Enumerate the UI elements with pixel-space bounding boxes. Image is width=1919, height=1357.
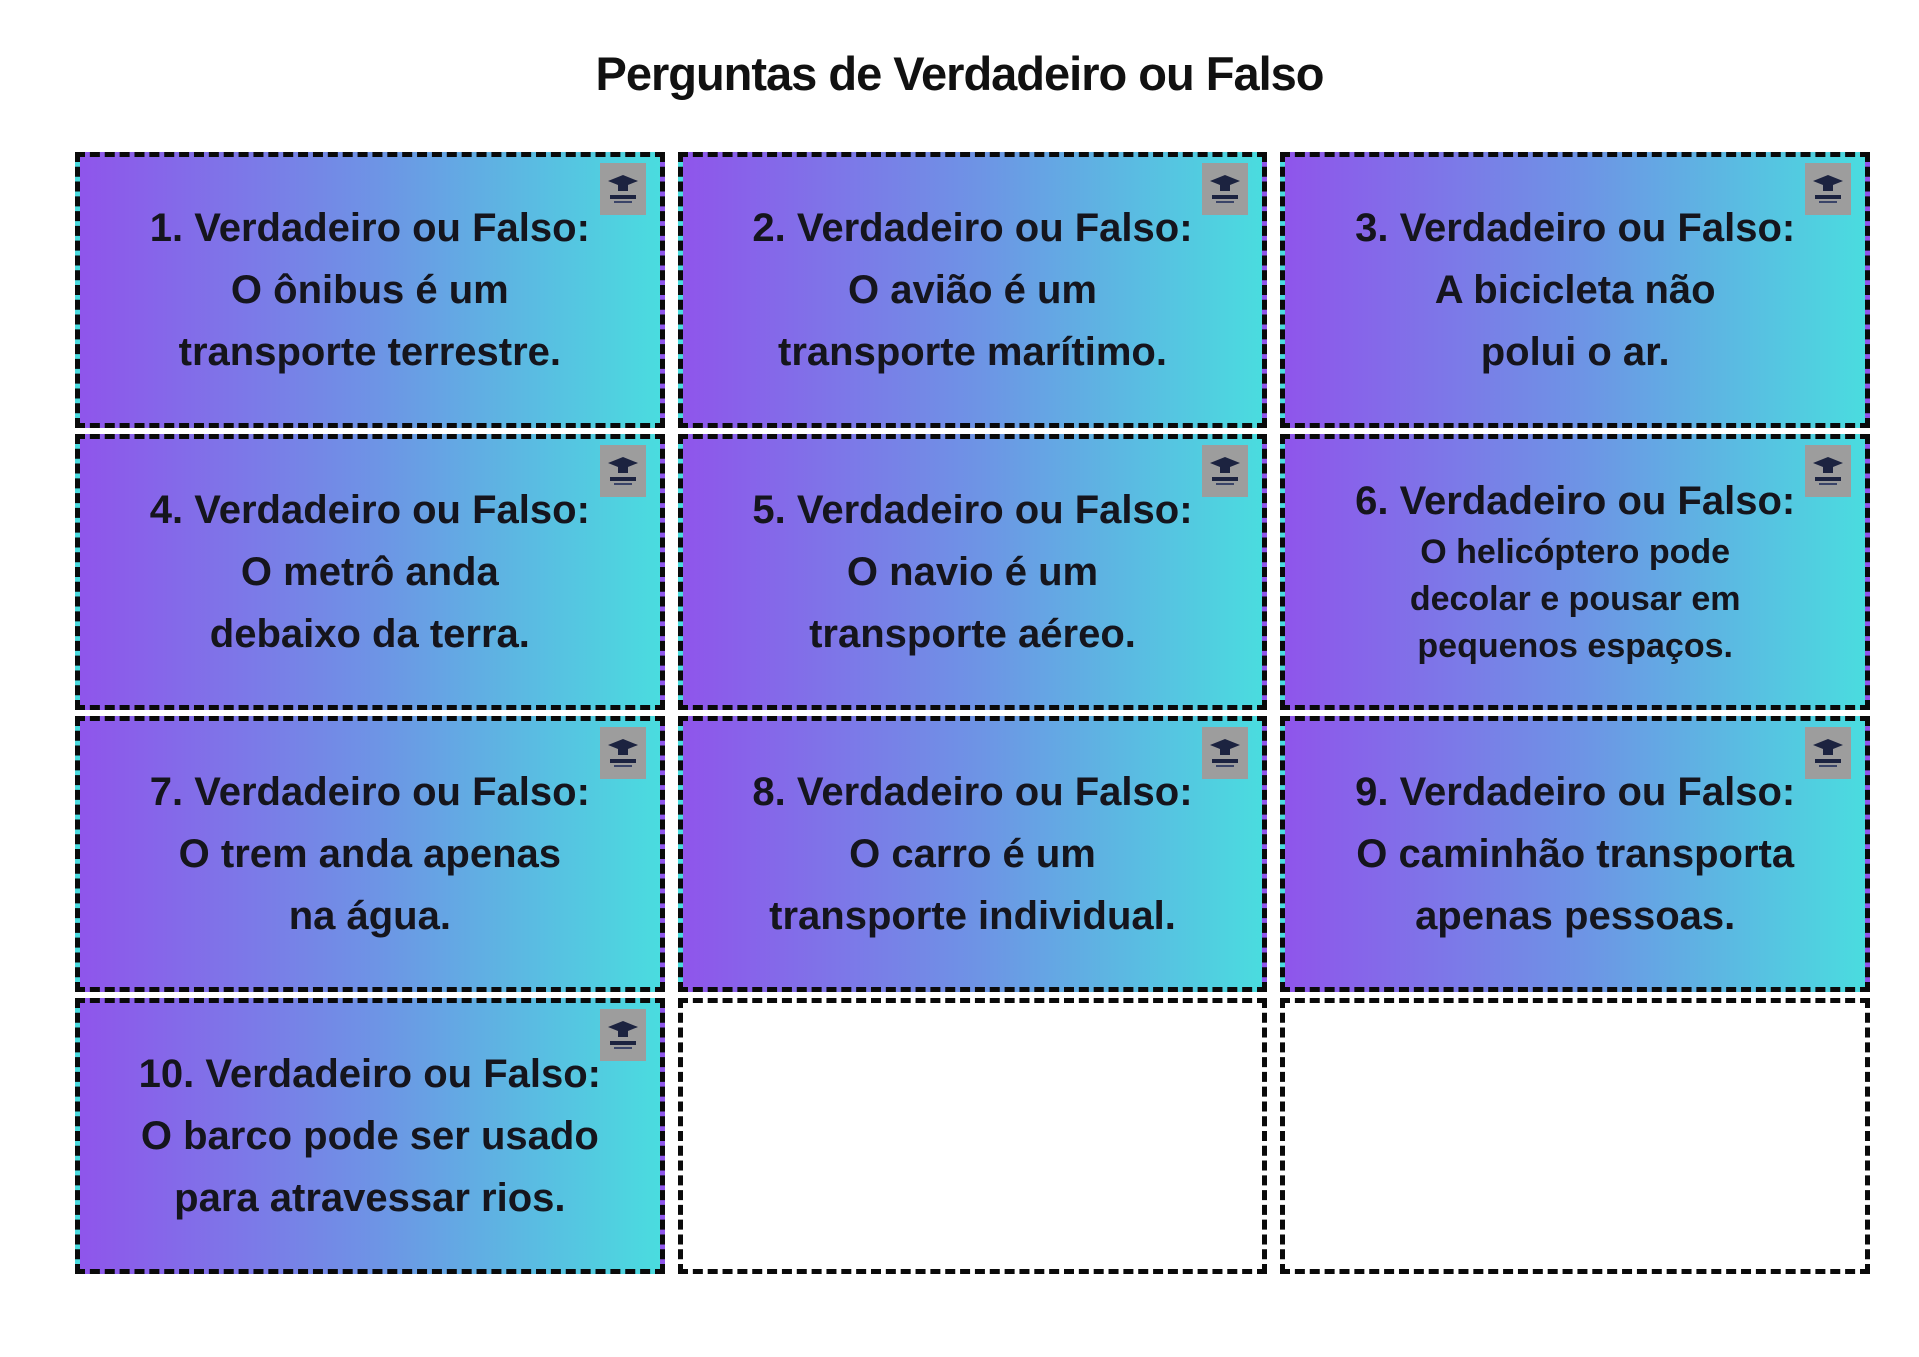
graduation-cap-icon [1210, 175, 1241, 193]
graduation-cap-icon [607, 175, 638, 193]
empty-card-slot [677, 998, 1268, 1274]
question-text: pequenos espaços. [1417, 627, 1733, 666]
logo-subtext-bar [613, 201, 632, 203]
question-prompt: 8. Verdadeiro ou Falso: [752, 770, 1193, 814]
question-text: transporte aéreo. [809, 612, 1136, 656]
question-text: apenas pessoas. [1415, 894, 1736, 938]
publisher-logo [599, 445, 646, 497]
logo-subtext-bar [1216, 201, 1235, 203]
logo-subtext-bar [613, 1047, 632, 1049]
question-prompt: 10. Verdadeiro ou Falso: [138, 1052, 602, 1096]
graduation-cap-icon [607, 1021, 638, 1039]
question-card-7: 7. Verdadeiro ou Falso: O trem anda apen… [75, 716, 665, 992]
page-title: Perguntas de Verdadeiro ou Falso [595, 47, 1324, 100]
graduation-cap-icon [1210, 739, 1241, 757]
question-card-6: 6. Verdadeiro ou Falso: O helicóptero po… [1280, 434, 1870, 710]
question-card-8: 8. Verdadeiro ou Falso: O carro é um tra… [677, 716, 1268, 992]
question-text: para atravessar rios. [174, 1176, 566, 1220]
logo-text-bar [609, 477, 636, 481]
publisher-logo [1202, 445, 1249, 497]
logo-subtext-bar [1216, 765, 1235, 767]
publisher-logo [1805, 727, 1851, 779]
logo-subtext-bar [1216, 483, 1235, 485]
question-prompt: 7. Verdadeiro ou Falso: [149, 770, 590, 814]
question-text: decolar e pousar em [1409, 580, 1741, 619]
publisher-logo [599, 1009, 646, 1061]
graduation-cap-icon [607, 457, 638, 475]
question-text: na água. [288, 894, 451, 938]
question-prompt: 1. Verdadeiro ou Falso: [149, 206, 590, 250]
logo-text-bar [609, 1041, 636, 1045]
question-text: O metrô anda [240, 550, 499, 594]
question-text: transporte terrestre. [178, 330, 562, 374]
question-card-5: 5. Verdadeiro ou Falso: O navio é um tra… [677, 434, 1268, 710]
question-text: polui o ar. [1480, 330, 1670, 374]
logo-subtext-bar [613, 765, 632, 767]
logo-text-bar [1212, 477, 1239, 481]
publisher-logo [599, 727, 646, 779]
logo-subtext-bar [1819, 483, 1837, 485]
question-prompt: 5. Verdadeiro ou Falso: [752, 488, 1193, 532]
question-card-3: 3. Verdadeiro ou Falso: A bicicleta não … [1280, 152, 1870, 428]
question-text: O ônibus é um [230, 268, 509, 312]
question-text: O caminhão transporta [1356, 832, 1795, 876]
question-text: O navio é um [846, 550, 1099, 594]
publisher-logo [599, 163, 646, 215]
question-prompt: 2. Verdadeiro ou Falso: [752, 206, 1193, 250]
question-card-10: 10. Verdadeiro ou Falso: O barco pode se… [75, 998, 665, 1274]
question-text: transporte marítimo. [778, 330, 1167, 374]
logo-subtext-bar [613, 483, 632, 485]
question-text: O carro é um [849, 832, 1096, 876]
publisher-logo [1202, 727, 1249, 779]
question-text: O trem anda apenas [178, 832, 562, 876]
graduation-cap-icon [607, 739, 638, 757]
graduation-cap-icon [1210, 457, 1241, 475]
graduation-cap-icon [1813, 175, 1843, 193]
graduation-cap-icon [1813, 457, 1843, 475]
question-card-9: 9. Verdadeiro ou Falso: O caminhão trans… [1280, 716, 1870, 992]
logo-text-bar [609, 195, 636, 199]
logo-subtext-bar [1819, 765, 1837, 767]
question-text: transporte individual. [769, 894, 1176, 938]
flashcard-grid: 1. Verdadeiro ou Falso: O ônibus é um tr… [75, 152, 1870, 1274]
question-text: O barco pode ser usado [140, 1114, 599, 1158]
publisher-logo [1805, 445, 1851, 497]
question-text: O avião é um [848, 268, 1097, 312]
question-prompt: 6. Verdadeiro ou Falso: [1355, 479, 1796, 524]
logo-text-bar [1212, 195, 1239, 199]
question-card-1: 1. Verdadeiro ou Falso: O ônibus é um tr… [75, 152, 665, 428]
question-prompt: 3. Verdadeiro ou Falso: [1355, 206, 1796, 250]
empty-card-slot [1280, 998, 1870, 1274]
question-text: A bicicleta não [1434, 268, 1716, 312]
publisher-logo [1805, 163, 1851, 215]
question-prompt: 4. Verdadeiro ou Falso: [149, 488, 590, 532]
question-text: debaixo da terra. [209, 612, 530, 656]
graduation-cap-icon [1813, 739, 1843, 757]
logo-text-bar [1815, 759, 1841, 763]
logo-text-bar [609, 759, 636, 763]
logo-subtext-bar [1819, 201, 1837, 203]
question-text: O helicóptero pode [1420, 533, 1731, 572]
question-prompt: 9. Verdadeiro ou Falso: [1355, 770, 1796, 814]
question-card-4: 4. Verdadeiro ou Falso: O metrô anda deb… [75, 434, 665, 710]
question-card-2: 2. Verdadeiro ou Falso: O avião é um tra… [677, 152, 1268, 428]
logo-text-bar [1815, 477, 1841, 481]
logo-text-bar [1212, 759, 1239, 763]
publisher-logo [1202, 163, 1249, 215]
logo-text-bar [1815, 195, 1841, 199]
